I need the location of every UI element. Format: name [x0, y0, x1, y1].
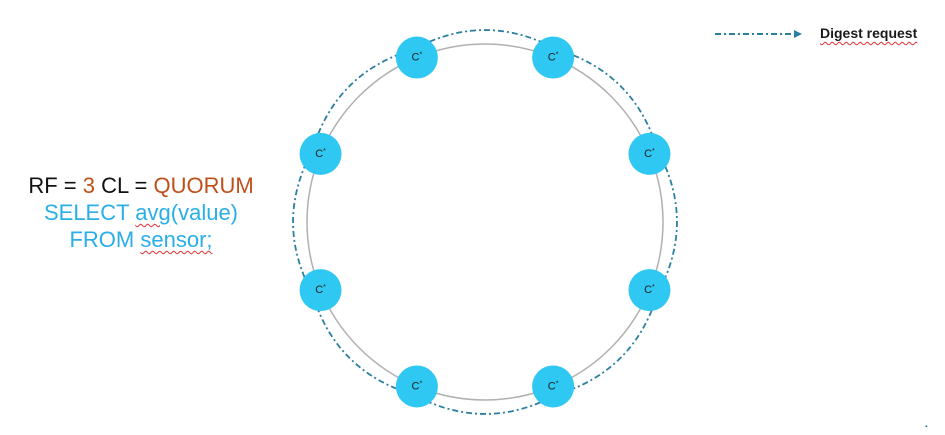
- node-circle: [628, 269, 671, 312]
- cassandra-node[interactable]: C*: [299, 132, 342, 175]
- cassandra-node[interactable]: C*: [532, 365, 575, 408]
- cassandra-node[interactable]: C*: [299, 269, 342, 312]
- digest-arrow: [559, 49, 659, 149]
- node-label: C*: [412, 51, 423, 64]
- digest-arrows: [292, 29, 678, 415]
- select-keyword: SELECT: [43, 200, 136, 225]
- node-circle: [395, 365, 438, 408]
- query-line-3: FROM sensor;: [0, 226, 282, 253]
- select-argument: (value): [170, 200, 239, 225]
- cassandra-node[interactable]: C*: [395, 36, 438, 79]
- ring-nodes: C* C* C* C* C* C* C* C*: [299, 36, 671, 408]
- digest-arrow: [312, 48, 412, 148]
- digest-arrow: [558, 296, 658, 396]
- corner-mark-icon: ⠂: [924, 422, 933, 434]
- rf-value: 3: [82, 173, 95, 198]
- node-circle: [395, 36, 438, 79]
- cassandra-node[interactable]: C*: [395, 365, 438, 408]
- node-circle: [299, 132, 342, 175]
- node-circle: [532, 36, 575, 79]
- digest-arrow: [658, 153, 678, 292]
- node-label: C*: [644, 284, 655, 297]
- avg-function: avg: [135, 200, 171, 225]
- node-circle: [299, 269, 342, 312]
- query-line-2: SELECT avg(value): [0, 199, 282, 226]
- node-label: C*: [315, 147, 326, 160]
- digest-arrow: [311, 295, 411, 395]
- cl-value: QUORUM: [153, 173, 254, 198]
- digest-arrow: [416, 29, 555, 49]
- cassandra-node[interactable]: C*: [628, 132, 671, 175]
- cassandra-node[interactable]: C*: [532, 36, 575, 79]
- node-label: C*: [644, 147, 655, 160]
- cl-label: CL =: [94, 173, 154, 198]
- from-keyword: FROM: [69, 227, 141, 252]
- cluster-ring: [306, 43, 664, 401]
- node-label: C*: [548, 380, 559, 393]
- node-circle: [532, 365, 575, 408]
- node-circle: [628, 132, 671, 175]
- node-label: C*: [412, 380, 423, 393]
- cassandra-node[interactable]: C*: [628, 269, 671, 312]
- node-label: C*: [548, 51, 559, 64]
- digest-arrow: [292, 152, 312, 291]
- rf-label: RF =: [28, 173, 83, 198]
- node-label: C*: [315, 284, 326, 297]
- table-name: sensor;: [140, 227, 213, 252]
- digest-arrow: [415, 395, 554, 415]
- legend-label: Digest request: [820, 25, 918, 41]
- query-line-1: RF = 3 CL = QUORUM: [0, 172, 282, 199]
- query-text: RF = 3 CL = QUORUM SELECT avg(value) FRO…: [0, 172, 282, 253]
